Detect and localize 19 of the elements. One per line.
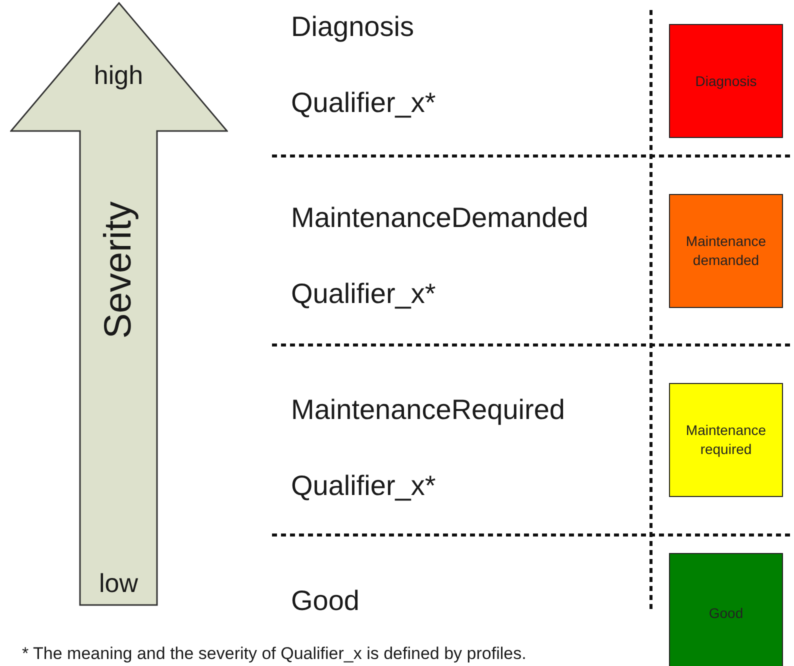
- status-box: [669, 24, 783, 138]
- level-label: Qualifier_x*: [291, 470, 436, 502]
- status-box: [669, 194, 783, 308]
- status-label: Diagnosis: [694, 72, 758, 90]
- axis-title: Severity: [97, 201, 140, 339]
- scale-label: high: [92, 60, 144, 91]
- scale-label: low: [98, 568, 139, 599]
- status-label: Maintenance demanded: [684, 232, 768, 270]
- level-label: Qualifier_x*: [291, 87, 436, 119]
- level-label: MaintenanceRequired: [291, 394, 565, 426]
- status-label: Maintenance required: [684, 421, 768, 459]
- status-box: [669, 553, 783, 666]
- level-label: Diagnosis: [291, 11, 414, 43]
- level-label: Qualifier_x*: [291, 278, 436, 310]
- footnote: * The meaning and the severity of Qualifier_x is defined by profiles.: [22, 644, 526, 664]
- level-label: MaintenanceDemanded: [291, 202, 588, 234]
- status-label: Good: [708, 604, 744, 622]
- status-box: [669, 383, 783, 497]
- level-label: Good: [291, 585, 360, 617]
